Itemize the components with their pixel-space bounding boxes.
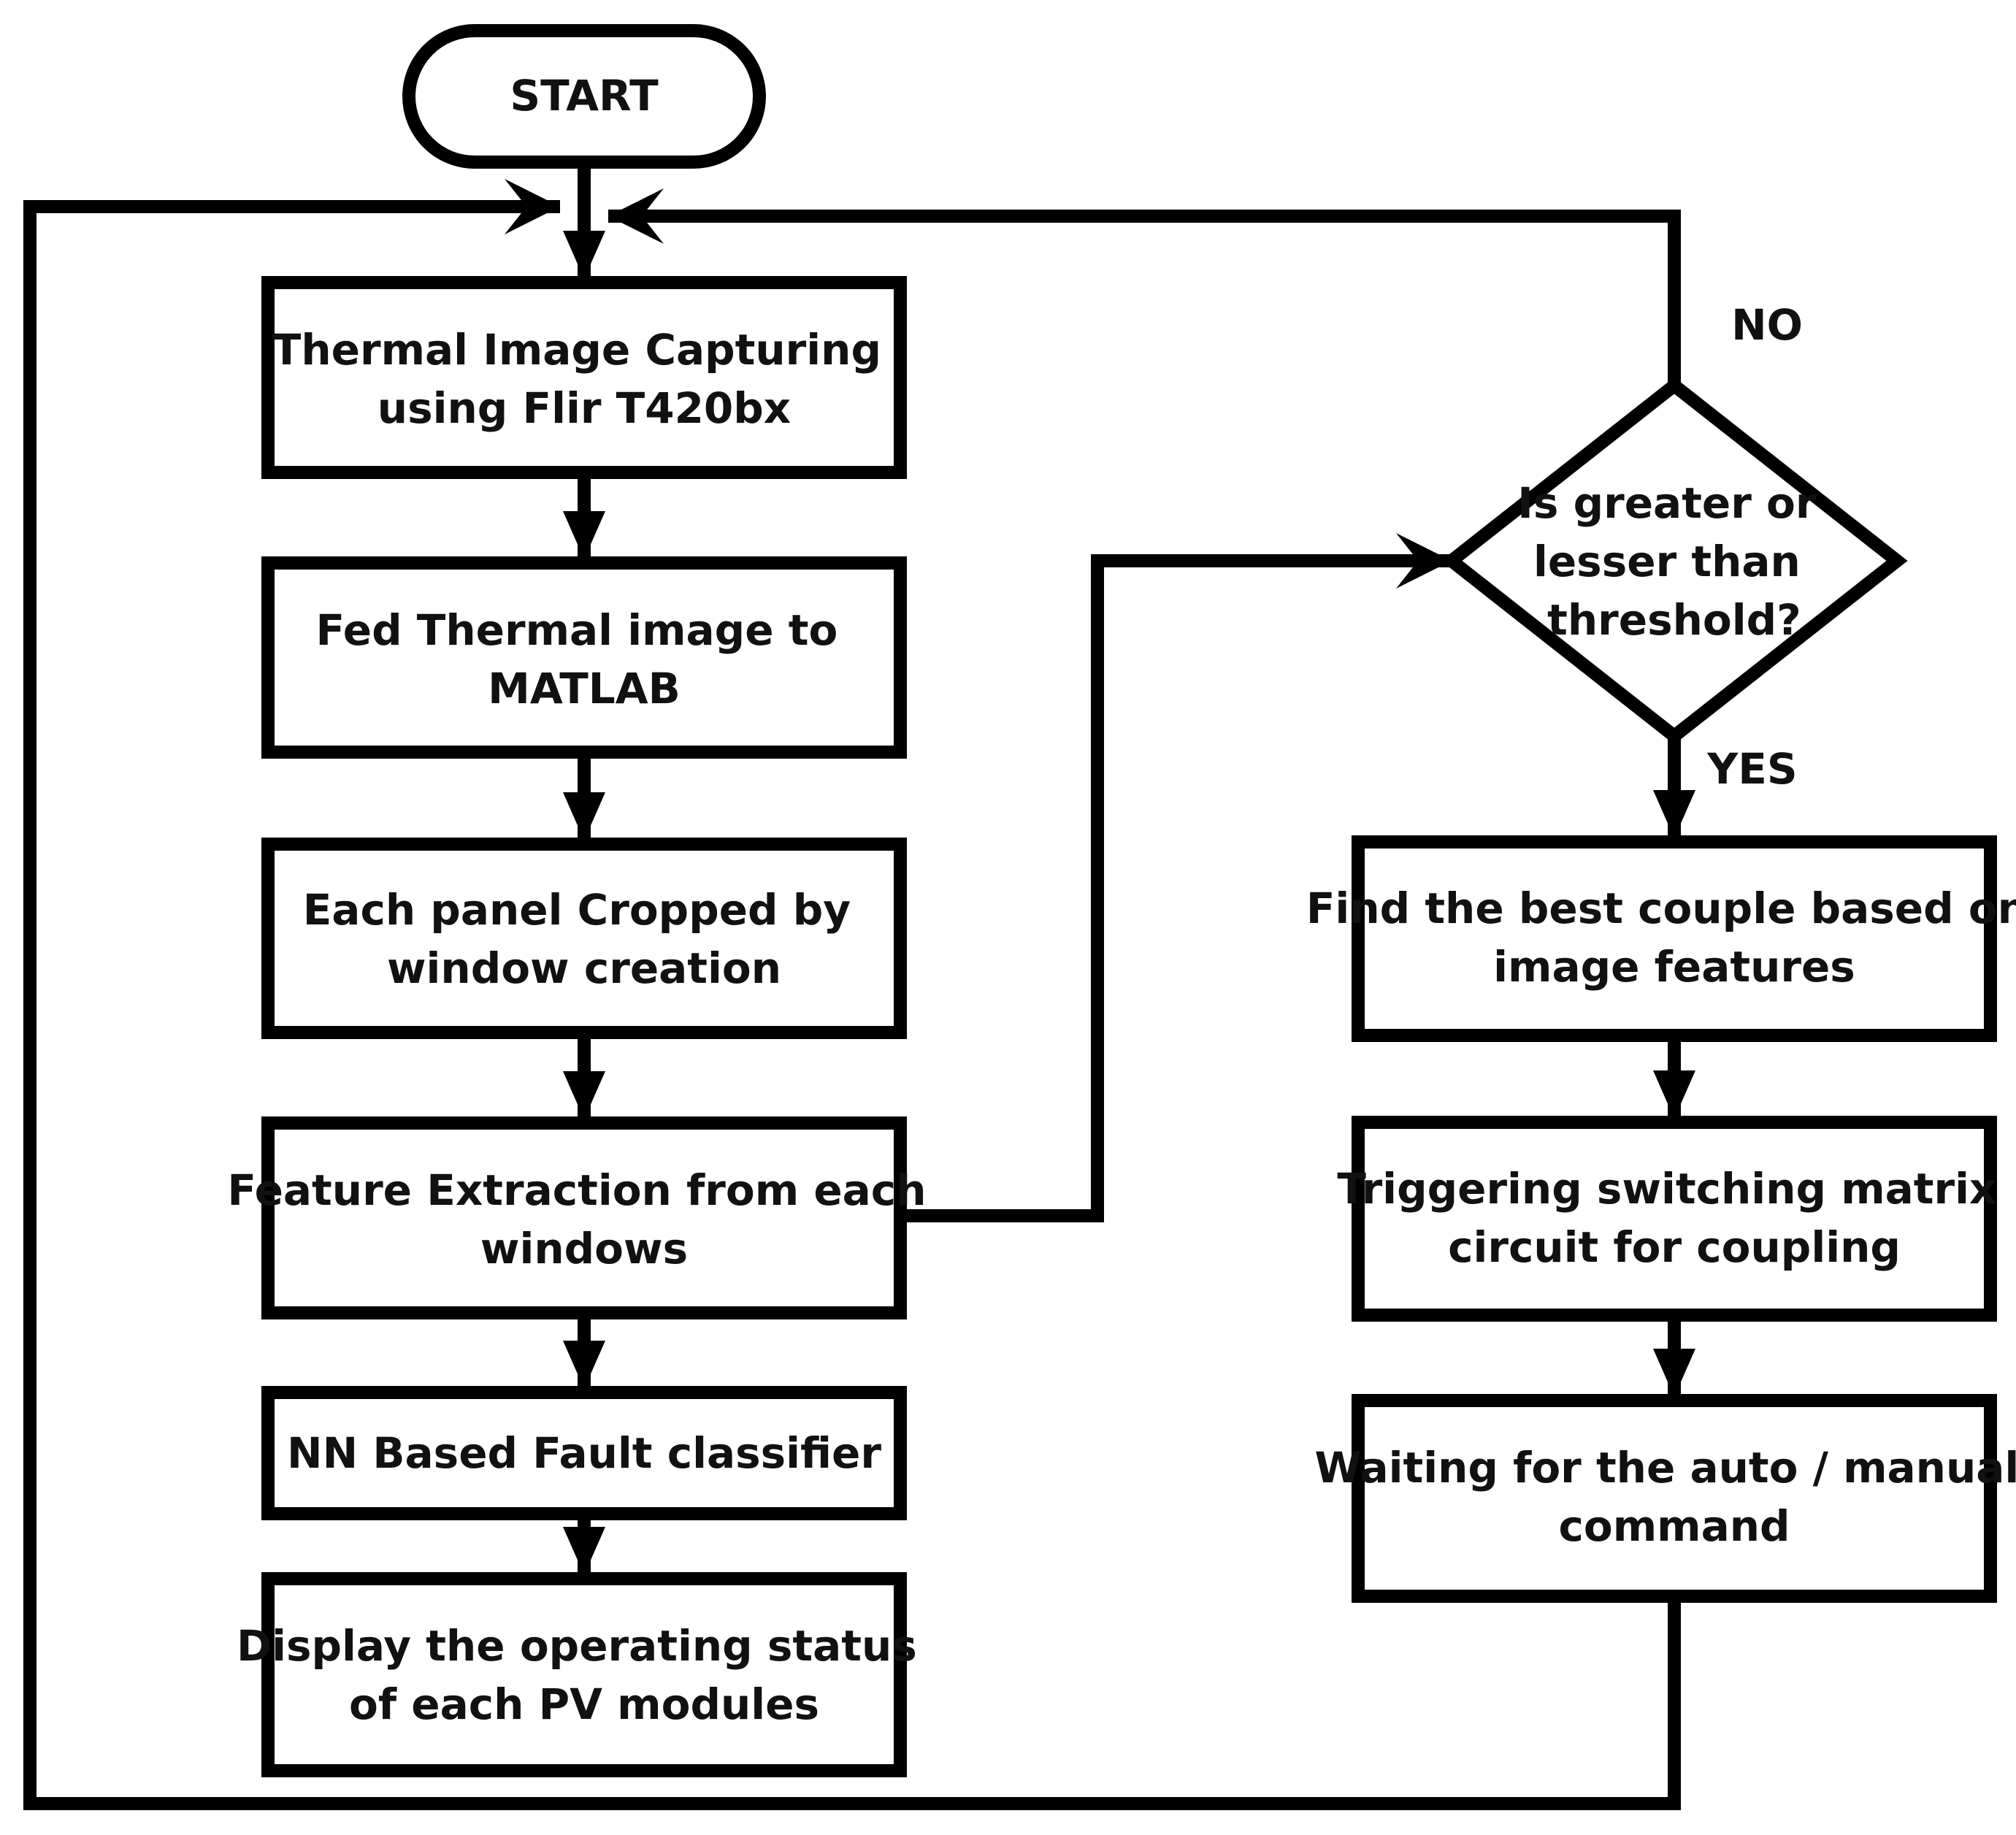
classify-box (261, 1386, 907, 1520)
couple-label: Find the best couple based on image feat… (1306, 884, 2016, 992)
edge-wait-loop-back (23, 179, 1681, 1810)
edge-label-no: NO (1731, 300, 1803, 350)
edge-label-yes: YES (1706, 744, 1797, 794)
display-label: Display the operating status of each PV … (237, 1621, 932, 1729)
crop-label: Each panel Cropped by window creation (303, 885, 866, 993)
labels: START Thermal Image Capturing using Flir… (227, 71, 2016, 1729)
connectors (23, 162, 1695, 1810)
capture-box (261, 276, 907, 479)
display-box (261, 1572, 907, 1777)
crop-box (261, 838, 907, 1039)
extract-label: Feature Extraction from each windows (227, 1165, 940, 1273)
edge-decision-no-loop (608, 188, 1681, 386)
nodes (261, 24, 1997, 1777)
feed-box (261, 556, 907, 759)
wait-box (1352, 1394, 1997, 1603)
wait-label: Waiting for the auto / manual command (1315, 1443, 2016, 1551)
trigger-box (1352, 1116, 1997, 1322)
decision-label: Is greater or lesser than threshold? (1517, 478, 1831, 645)
edge-extract-to-decision (900, 533, 1452, 1222)
decision-diamond (1441, 377, 1908, 745)
capture-label: Thermal Image Capturing using Flir T420b… (272, 325, 896, 433)
couple-box (1352, 835, 1997, 1042)
start-terminator (402, 24, 766, 169)
classify-label: NN Based Fault classifier (287, 1428, 881, 1478)
start-label: START (510, 71, 659, 120)
extract-box (261, 1116, 907, 1319)
feed-label: Fed Thermal image to MATLAB (315, 605, 852, 713)
trigger-label: Triggering switching matrix circuit for … (1337, 1164, 2011, 1272)
